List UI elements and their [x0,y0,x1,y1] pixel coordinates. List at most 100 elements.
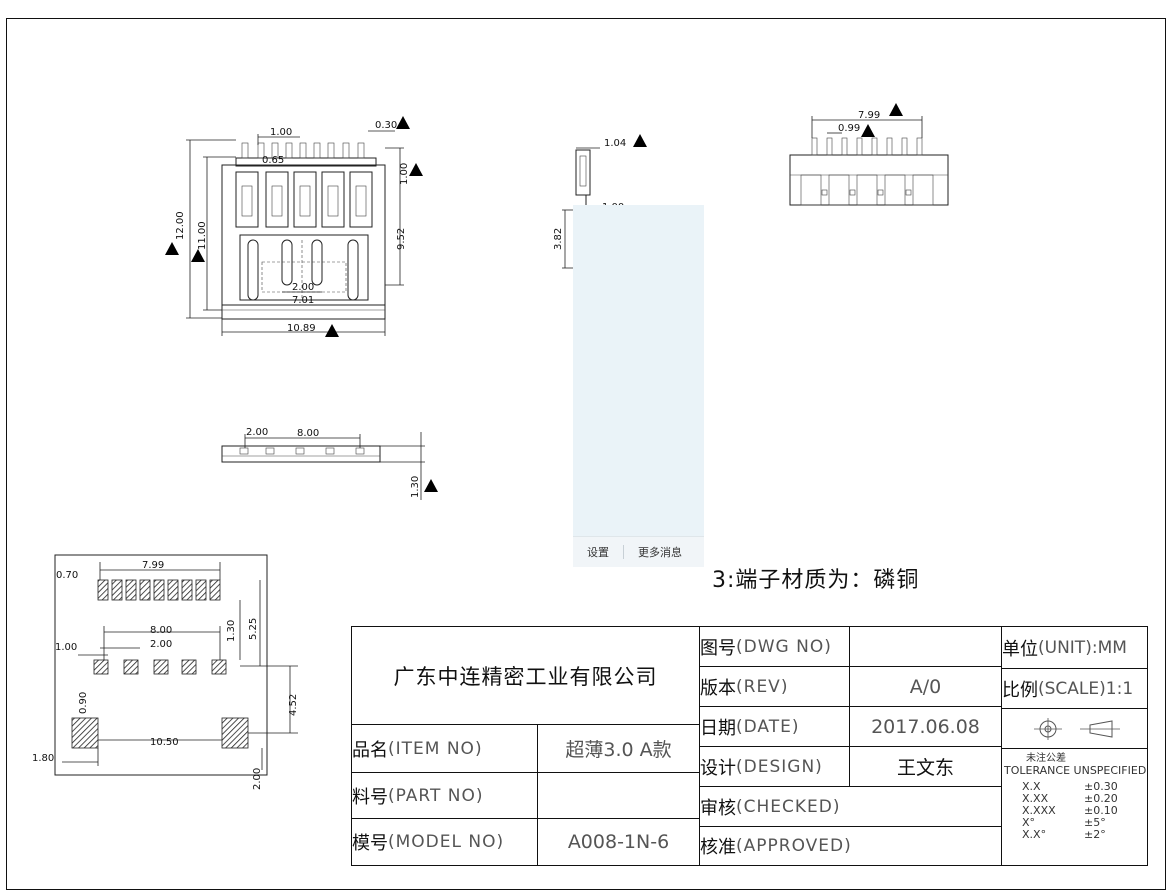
triangle-marker [633,134,647,147]
tolerance-row: X°±5° [1022,816,1106,829]
unit-label-cn: 单位 [1002,638,1038,660]
dim-top-7: 9.52 [396,228,407,250]
popup-footer: 设置 更多消息 [573,536,704,567]
date-value: 2017.06.08 [871,715,980,738]
dim-front-2: 0.99 [838,123,860,134]
dim-bottom-1: 2.00 [246,427,268,438]
front-view: 7.99 0.99 [789,103,949,206]
unit-label-en: (UNIT): [1038,637,1098,658]
dim-pcb-10: 10.50 [150,737,179,748]
rev-value-cell: A/0 [850,667,1002,707]
dim-top-6: 1.00 [399,163,410,185]
scale-label-cn: 比例 [1002,679,1038,701]
dim-pcb-3: 8.00 [150,625,172,636]
dim-pcb-1: 0.70 [56,570,78,581]
company-name: 广东中连精密工业有限公司 [393,664,658,689]
dim-pcb-8: 0.90 [78,692,89,714]
dim-pcb-12: 2.00 [252,768,263,790]
item-no-label-en: (ITEM NO) [388,738,483,759]
part-no-label-cn: 料号 [352,786,388,808]
item-no-value: 超薄3.0 A款 [565,739,672,761]
popup-panel[interactable]: 设置 更多消息 [573,205,704,567]
design-value-cell: 王文东 [850,747,1002,787]
more-messages-button[interactable]: 更多消息 [638,546,682,559]
item-no-label-cell: 品名 (ITEM NO) [352,725,538,773]
approved-cell: 核准 (APPROVED) [700,827,1002,865]
triangle-marker [409,163,423,176]
dim-pcb-9: 4.52 [288,694,299,716]
tolerance-label-en: TOLERANCE UNSPECIFIED [1004,764,1147,777]
dim-top-9: 7.01 [292,295,314,306]
unit-value: MM [1097,637,1127,658]
approved-label-cn: 核准 [700,837,736,858]
top-view: 1.00 0.30 0.65 12.00 11.00 1.00 9.52 2.0… [165,116,423,337]
design-label-cn: 设计 [700,757,736,779]
dim-bottom-3: 1.30 [410,476,421,498]
model-no-value: A008-1N-6 [567,831,670,853]
dim-pcb-5: 1.00 [55,642,77,653]
approved-label-en: (APPROVED) [736,836,852,856]
checked-label-en: (CHECKED) [736,796,841,817]
part-no-label-en: (PART NO) [388,785,484,806]
title-block: 广东中连精密工业有限公司 品名 (ITEM NO) 超薄3.0 A款 料号 (P… [351,626,1148,866]
material-note: 3:端子材质为：磷铜 [712,568,920,593]
tolerance-label-cn: 未注公差 [1026,753,1066,764]
dim-top-4: 12.00 [175,211,186,240]
dim-front-1: 7.99 [858,110,880,121]
dim-pcb-7: 5.25 [248,618,259,640]
checked-label-cn: 审核 [700,797,736,819]
dim-side-1: 1.04 [604,138,626,149]
drawing-frame [6,18,1166,890]
triangle-marker [889,103,903,116]
triangle-marker [191,249,205,262]
triangle-marker [396,116,410,129]
date-label-cell: 日期 (DATE) [700,707,850,747]
tolerance-list: X.X±0.30 X.XX±0.20 X.XXX±0.10 X°±5° X.X°… [1004,781,1118,841]
settings-button[interactable]: 设置 [587,546,609,559]
item-no-value-cell: 超薄3.0 A款 [538,725,700,773]
projection-cell [1002,709,1147,749]
checked-cell: 审核 (CHECKED) [700,787,1002,827]
triangle-marker [861,124,875,137]
scale-label-en: (SCALE) [1038,678,1106,699]
model-no-value-cell: A008-1N-6 [538,819,700,865]
triangle-marker [325,324,339,337]
dwg-no-value-cell [850,627,1002,667]
model-no-label-en: (MODEL NO) [388,832,505,852]
dim-top-10: 10.89 [287,323,316,334]
dim-bottom-2: 8.00 [297,428,319,439]
dim-side-2: 3.82 [553,228,564,250]
rev-label-en: (REV) [736,676,789,697]
part-no-value-cell [538,773,700,819]
dim-pcb-11: 1.80 [32,753,54,764]
triangle-marker [424,479,438,492]
dwg-no-label-cn: 图号 [700,637,736,659]
dim-pcb-4: 2.00 [150,639,172,650]
date-label-en: (DATE) [736,716,800,737]
tolerance-row: X.XXX±0.10 [1022,804,1118,817]
rev-label-cell: 版本 (REV) [700,667,850,707]
triangle-marker [165,242,179,255]
company-cell: 广东中连精密工业有限公司 [352,627,700,725]
dwg-no-label-en: (DWG NO) [736,636,832,657]
design-value: 王文东 [896,757,954,779]
dim-top-5: 11.00 [197,221,208,250]
tolerance-row: X.X°±2° [1022,828,1106,841]
dim-top-2: 0.30 [375,120,397,131]
dim-top-1: 1.00 [270,127,292,138]
dim-pcb-6: 1.30 [226,620,237,642]
model-no-label-cn: 模号 [352,833,388,854]
dim-top-8: 2.00 [292,282,314,293]
dwg-no-label-cell: 图号 (DWG NO) [700,627,850,667]
pcb-layout: 0.70 7.99 8.00 2.00 1.00 1.30 5.25 0.90 … [32,554,299,790]
bottom-view: 2.00 8.00 1.30 [221,427,438,500]
part-no-label-cell: 料号 (PART NO) [352,773,538,819]
projection-symbol-icon [1033,717,1120,740]
date-label-cn: 日期 [700,717,736,739]
item-no-label-cn: 品名 [352,739,388,761]
tolerance-cell: 未注公差 TOLERANCE UNSPECIFIED X.X±0.30 X.XX… [1002,749,1147,865]
popup-separator [623,545,624,559]
rev-label-cn: 版本 [700,677,736,699]
model-no-label-cell: 模号 (MODEL NO) [352,819,538,865]
